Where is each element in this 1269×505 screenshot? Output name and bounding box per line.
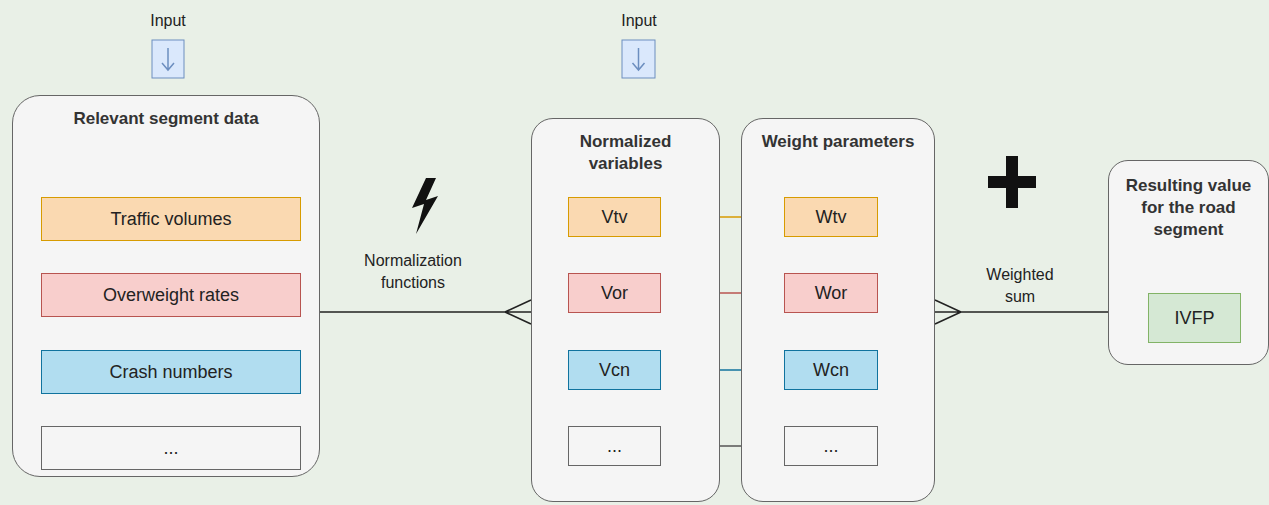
input-arrow [633, 48, 645, 70]
box-label: ... [607, 436, 622, 457]
weight-box: ... [784, 426, 878, 466]
variable-box: Vtv [568, 197, 661, 237]
weight-box: Wtv [784, 197, 878, 237]
group-panel: Resulting value for the road segmentIVFP [1108, 160, 1269, 365]
data-box: Crash numbers [41, 350, 301, 394]
group-panel: Weight parametersWtvWorWcn... [741, 118, 935, 502]
group-panel: Normalized variablesVtvVorVcn... [531, 118, 720, 502]
box-label: Overweight rates [103, 285, 239, 306]
annotation-label: Input [128, 10, 208, 32]
box-label: ... [163, 438, 178, 459]
box-label: Wtv [816, 207, 847, 228]
weight-box: Wcn [784, 350, 878, 390]
group-heading: Weight parameters [760, 131, 916, 153]
variable-box: Vor [568, 273, 661, 313]
connector [320, 300, 531, 324]
box-label: Wcn [813, 360, 849, 381]
data-box: ... [41, 426, 301, 470]
input-icon [622, 40, 655, 78]
variable-box: Vcn [568, 350, 661, 390]
box-label: Wor [815, 283, 848, 304]
group-heading: Resulting value for the road segment [1121, 175, 1256, 241]
box-label: Vtv [601, 207, 627, 228]
box-label: Vor [601, 283, 628, 304]
input-icon [152, 40, 184, 78]
box-label: Traffic volumes [110, 209, 231, 230]
data-box: Overweight rates [41, 273, 301, 317]
result-box: IVFP [1148, 293, 1241, 343]
data-box: Traffic volumes [41, 197, 301, 241]
weight-box: Wor [784, 273, 878, 313]
annotation-label: Input [599, 10, 679, 32]
lightning-symbol [412, 178, 438, 234]
plus-symbol [988, 156, 1036, 208]
annotation-label: Weighted sum [970, 264, 1070, 307]
annotation-label: Normalization functions [343, 250, 483, 293]
box-label: Vcn [599, 360, 630, 381]
input-arrow [162, 48, 174, 70]
box-label: ... [823, 436, 838, 457]
group-panel: Relevant segment dataTraffic volumesOver… [12, 95, 320, 477]
box-label: Crash numbers [109, 362, 232, 383]
variable-box: ... [568, 426, 661, 466]
group-heading: Normalized variables [550, 131, 701, 175]
box-label: IVFP [1174, 308, 1214, 329]
group-heading: Relevant segment data [23, 108, 309, 130]
